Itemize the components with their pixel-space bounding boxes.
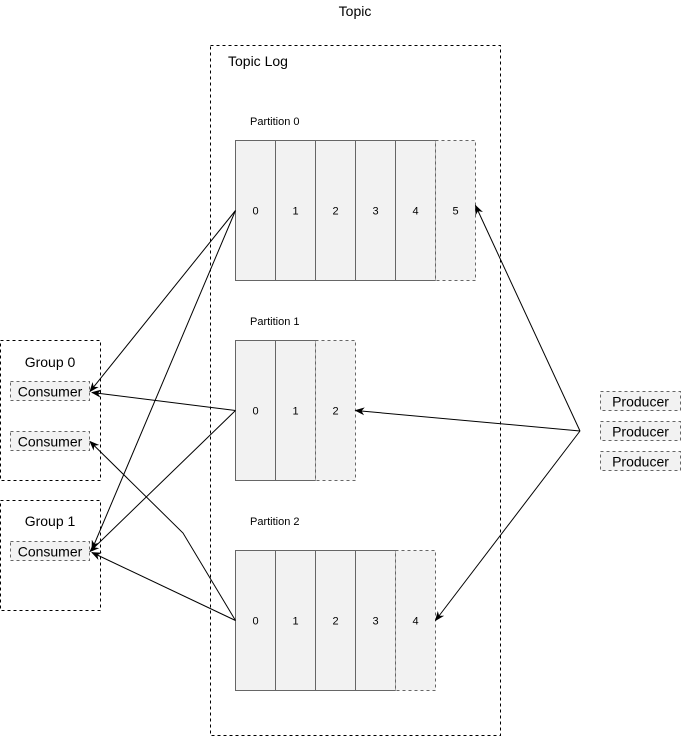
partition-2-offset-2-cell: 2 <box>315 550 356 691</box>
partition-label: Partition 0 <box>250 116 300 128</box>
group-label: Group 0 <box>25 354 76 370</box>
partition-0-offset-4-cell: 4 <box>395 140 436 281</box>
offset-label: 0 <box>252 616 258 628</box>
offset-label: 4 <box>412 616 418 628</box>
arrow-p1-to-g1-consumer-0 <box>89 410 236 553</box>
arrow-producer-to-p0 <box>475 204 581 432</box>
producer-box-0: Producer <box>600 391 681 411</box>
arrow-p2-to-g0-consumer-1 <box>89 440 236 621</box>
producer-label: Producer <box>612 394 669 410</box>
partition-1-offset-2-cell: 2 <box>315 340 356 481</box>
consumer-label: Consumer <box>18 384 83 400</box>
offset-label: 1 <box>292 406 298 418</box>
offset-label: 2 <box>332 616 338 628</box>
partition-2-offset-0-cell: 0 <box>235 550 276 691</box>
partition-2-offset-3-cell: 3 <box>355 550 396 691</box>
arrow-p2-to-g1-consumer-0 <box>91 552 236 621</box>
producer-label: Producer <box>612 424 669 440</box>
consumer-label: Consumer <box>18 434 83 450</box>
topic-title: Topic <box>339 3 372 19</box>
topic-log-label: Topic Log <box>228 53 288 69</box>
partition-2-offset-4-cell: 4 <box>395 550 436 691</box>
partition-0-offset-5-cell: 5 <box>435 140 476 281</box>
partition-0-offset-1-cell: 1 <box>275 140 316 281</box>
partition-label: Partition 1 <box>250 316 300 328</box>
offset-label: 3 <box>372 616 378 628</box>
partition-2-offset-1-cell: 1 <box>275 550 316 691</box>
producer-label: Producer <box>612 454 669 470</box>
partition-2: Partition 2 0 1 2 3 4 <box>235 516 436 691</box>
offset-label: 2 <box>332 406 338 418</box>
consumer-group-1: Group 1 Consumer <box>0 500 101 611</box>
arrow-p0-to-g1-consumer-0 <box>91 210 236 551</box>
arrow-p1-to-g0-consumer-0 <box>91 389 236 411</box>
consumer-box: Consumer <box>10 431 90 451</box>
partition-1-offset-0-cell: 0 <box>235 340 276 481</box>
partition-label: Partition 2 <box>250 516 300 528</box>
partition-0-offset-3-cell: 3 <box>355 140 396 281</box>
partition-0-offset-2-cell: 2 <box>315 140 356 281</box>
group-label: Group 1 <box>25 513 76 529</box>
partition-0: Partition 0 0 1 2 3 4 5 <box>235 116 476 281</box>
offset-label: 0 <box>252 206 258 218</box>
arrow-producer-to-p2 <box>434 430 581 622</box>
consumer-label: Consumer <box>18 544 83 560</box>
connection-arrows <box>89 204 581 622</box>
offset-label: 3 <box>372 206 378 218</box>
consumer-box: Consumer <box>10 541 90 561</box>
arrow-p0-to-g0-consumer-0 <box>89 210 236 393</box>
offset-label: 0 <box>252 406 258 418</box>
producer-box-2: Producer <box>600 451 681 471</box>
offset-label: 1 <box>292 616 298 628</box>
producer-box-1: Producer <box>600 421 681 441</box>
offset-label: 1 <box>292 206 298 218</box>
offset-label: 4 <box>412 206 418 218</box>
arrow-producer-to-p1 <box>354 407 581 432</box>
offset-label: 2 <box>332 206 338 218</box>
partition-0-offset-0-cell: 0 <box>235 140 276 281</box>
partition-1-offset-1-cell: 1 <box>275 340 316 481</box>
consumer-box: Consumer <box>10 381 90 401</box>
partition-1: Partition 1 0 1 2 <box>235 316 356 481</box>
offset-label: 5 <box>452 206 458 218</box>
